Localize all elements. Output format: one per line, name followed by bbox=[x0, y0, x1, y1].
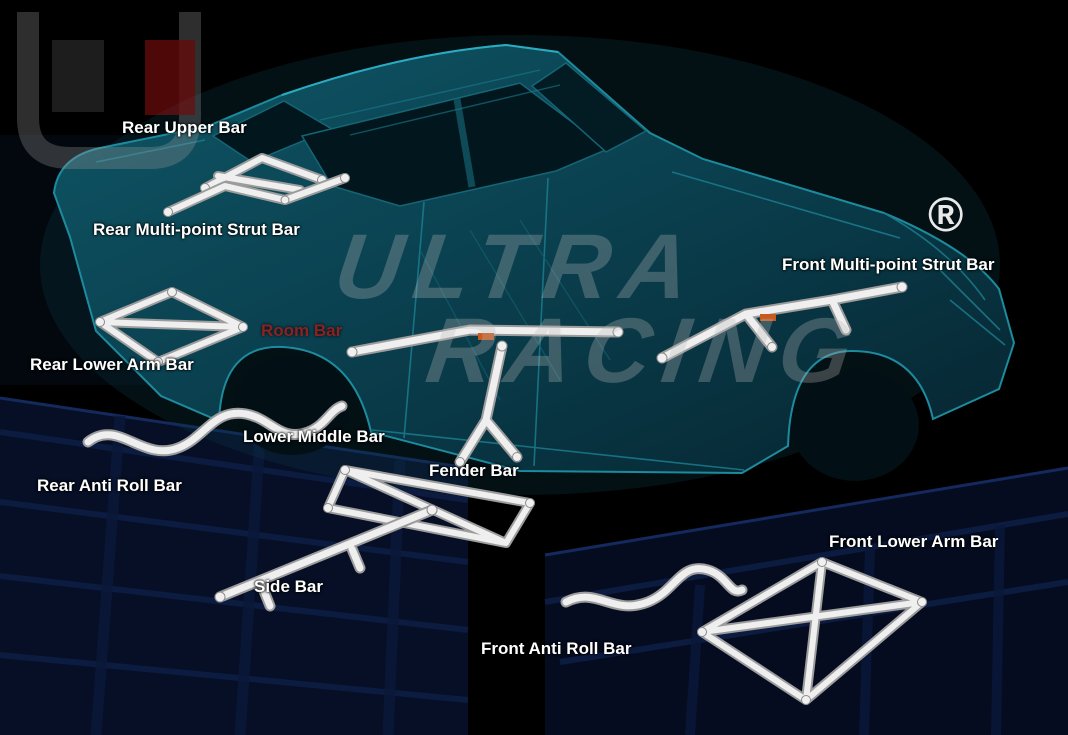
lower-middle-bar-part bbox=[323, 465, 535, 548]
front-lower-arm-bar-part bbox=[697, 557, 927, 705]
rear-lower-arm-bar-part bbox=[95, 287, 248, 367]
room-bar-part bbox=[346, 324, 624, 358]
label-fender-bar: Fender Bar bbox=[429, 461, 519, 480]
rear-multi-point-strut-bar-part bbox=[163, 173, 350, 217]
front-anti-roll-bar-part bbox=[560, 563, 748, 612]
label-rear-upper-bar: Rear Upper Bar bbox=[122, 118, 247, 137]
front-multi-point-strut-bar-part bbox=[656, 281, 908, 364]
label-rear-anti-roll-bar: Rear Anti Roll Bar bbox=[37, 476, 182, 495]
label-rear-lower-arm-bar: Rear Lower Arm Bar bbox=[30, 355, 194, 374]
label-rear-multi-point-strut-bar: Rear Multi-point Strut Bar bbox=[93, 220, 300, 239]
label-front-anti-roll-bar: Front Anti Roll Bar bbox=[481, 639, 632, 658]
car-body-shell bbox=[40, 35, 1016, 495]
chassis-bars bbox=[82, 153, 927, 705]
label-lower-middle-bar: Lower Middle Bar bbox=[243, 427, 385, 446]
label-front-multi-point-strut-bar: Front Multi-point Strut Bar bbox=[782, 255, 995, 274]
rear-anti-roll-bar-part bbox=[82, 400, 348, 457]
registered-trademark-symbol: ® bbox=[928, 189, 964, 242]
label-room-bar: Room Bar bbox=[261, 321, 343, 340]
label-side-bar: Side Bar bbox=[254, 577, 323, 596]
fender-bar-part bbox=[454, 340, 523, 468]
label-front-lower-arm-bar: Front Lower Arm Bar bbox=[829, 532, 999, 551]
side-bar-part bbox=[214, 504, 438, 612]
